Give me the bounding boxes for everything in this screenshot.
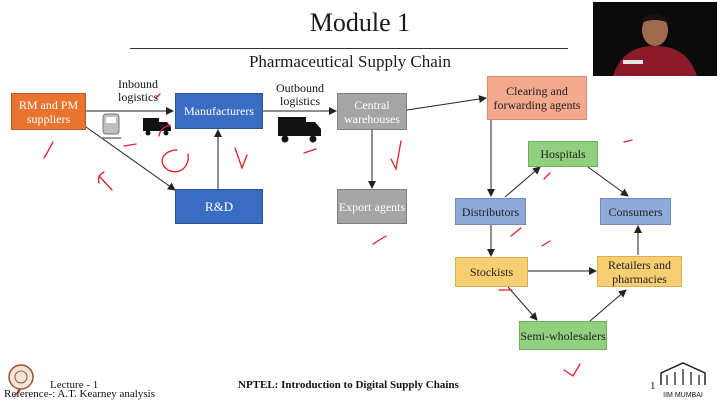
node-central-warehouses: Central warehouses [337,93,407,130]
course-name: NPTEL: Introduction to Digital Supply Ch… [238,379,459,391]
slide-title: Module 1 [309,8,411,37]
outbound-logistics-label: Outbound logistics [276,81,324,108]
node-label: Retailers and pharmacies [608,257,671,286]
inbound-logistics-label: Inbound logistics [117,77,158,104]
node-consumers: Consumers [600,198,671,225]
node-stockists: Stockists [455,257,528,287]
node-manufacturers: Manufacturers [175,93,263,129]
arrow-stockists-to-semiwholesalers [507,286,538,321]
node-clearing-forwarding: Clearing and forwarding agents [487,76,587,120]
arrow-hospitals-to-consumers [587,166,629,197]
iim-mumbai-logo: IIM MUMBAI [657,361,709,399]
reference-note: Reference-: A.T. Kearney analysis [4,388,155,400]
logo-text: IIM MUMBAI [663,392,703,399]
node-label: Manufacturers [184,104,254,118]
page-number: 1 [650,380,656,392]
arrow-semiwholesalers-to-retailers [589,289,627,322]
node-label: Consumers [608,204,663,219]
node-label: Hospitals [540,147,586,161]
arrow-distributors-to-hospitals [504,166,541,198]
node-export-agents: Export agents [337,189,407,224]
iim-arch-icon [660,362,706,385]
node-label: Semi-wholesalers [520,328,606,343]
truck-icon-outbound [278,117,321,143]
node-label: Stockists [469,265,514,279]
arrow-suppliers-to-rnd [85,126,176,191]
node-hospitals: Hospitals [528,141,598,167]
node-rm-pm-suppliers: RM and PM suppliers [11,93,86,130]
node-retailers-pharmacies: Retailers and pharmacies [597,256,682,287]
arrow-warehouses-to-clearing [406,95,487,111]
node-label: Central warehouses [344,97,400,126]
train-icon [101,113,121,139]
presenter-figure-icon [593,2,717,76]
node-distributors: Distributors [455,198,526,225]
node-label: Clearing and forwarding agents [493,84,581,112]
node-label: Export agents [338,199,406,214]
node-semi-wholesalers: Semi-wholesalers [519,321,607,350]
lecture-number: Lecture - 1 [50,379,99,391]
institute-seal-icon [8,364,34,390]
node-rnd: R&D [175,189,263,224]
node-label: R&D [204,198,234,214]
title-divider [130,48,568,49]
slide-subtitle: Pharmaceutical Supply Chain [248,52,452,71]
node-label: Distributors [461,204,520,219]
annotation-marks [14,93,633,397]
presenter-video [593,2,717,76]
node-label: RM and PM suppliers [18,97,79,126]
